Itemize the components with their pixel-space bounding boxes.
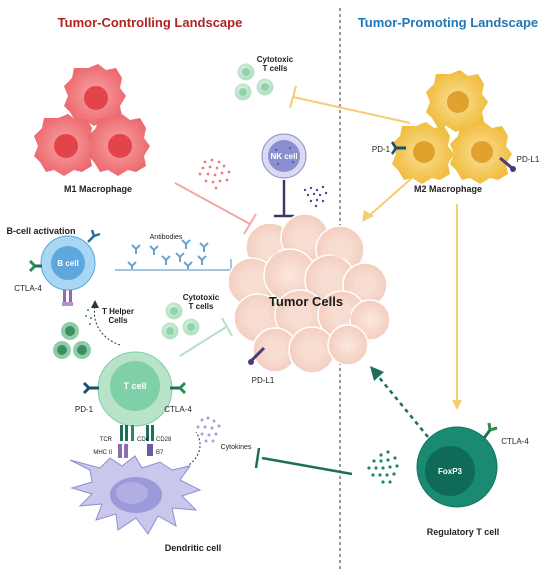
ctla4-t-label: CTLA-4 xyxy=(164,405,192,414)
mhc-receptor-b xyxy=(62,290,73,306)
pd1-receptor-m2 xyxy=(390,141,406,155)
t-helper-cells-group: T Helper Cells xyxy=(53,300,134,359)
ctla4-treg-label: CTLA-4 xyxy=(501,437,529,446)
foxp3-label: FoxP3 xyxy=(438,467,463,476)
cytotoxic-mid-label-1: Cytotoxic xyxy=(183,293,220,302)
treg-secretion-dots xyxy=(367,450,399,484)
antibodies-group: Antibodies xyxy=(127,234,209,271)
t-helper-cell xyxy=(73,341,91,359)
ctla4-receptor-t xyxy=(170,381,187,395)
nk-secretion-dots xyxy=(303,185,328,208)
header-tumor-controlling: Tumor-Controlling Landscape xyxy=(58,15,243,30)
ctla4-receptor-b xyxy=(28,259,42,273)
b7-label: B7 xyxy=(156,450,164,456)
cytokines-group: Cytokines xyxy=(185,416,252,468)
b-cell-activation-label: B-cell activation xyxy=(6,226,75,236)
m2-inhibits-cytotoxic-arrow xyxy=(289,85,411,124)
pdl1-ligand-tumor xyxy=(248,346,266,365)
cytotoxic-top-label-1: Cytotoxic xyxy=(257,55,294,64)
cd4-label: CD4 xyxy=(137,437,150,443)
cd28-label: CD28 xyxy=(156,437,172,443)
ctla4-b-label: CTLA-4 xyxy=(14,284,42,293)
pdl1-tumor-label: PD-L1 xyxy=(252,376,275,385)
b-cell-label: B cell xyxy=(57,259,78,268)
t-cell-group: T cell PD-1 CTLA-4 TCR MHC II CD4 CD28 B… xyxy=(75,351,192,458)
nk-cell-label: NK cell xyxy=(270,152,297,161)
b-cell-group: B-cell activation B cell CTLA-4 xyxy=(6,226,101,306)
t-helper-cell xyxy=(53,341,71,359)
t-cell-label: T cell xyxy=(123,381,146,391)
pdl1-ligand-m2 xyxy=(499,156,516,172)
m1-macrophage-cell xyxy=(34,114,96,176)
m1-inhibition-arrow xyxy=(174,182,257,235)
m2-promotes-tumor-arrow xyxy=(362,177,413,222)
t-helper-curve xyxy=(93,304,121,346)
m1-secretion-dots xyxy=(198,158,231,190)
m1-macrophage-label: M1 Macrophage xyxy=(64,184,132,194)
cytotoxic-mid-label-2: T cells xyxy=(189,302,214,311)
t-helper-cell xyxy=(61,322,79,340)
m2-to-treg-arrow xyxy=(452,204,462,410)
pd1-receptor-t xyxy=(82,381,99,395)
header-tumor-promoting: Tumor-Promoting Landscape xyxy=(358,15,538,30)
cytotoxic-top-label-2: T cells xyxy=(263,64,288,73)
regulatory-t-cell-label: Regulatory T cell xyxy=(427,527,500,537)
pdl1-m2-label: PD-L1 xyxy=(517,155,540,164)
m2-macrophage-group: PD-1 PD-L1 M2 Macrophage xyxy=(372,70,540,194)
tumor-cells-label: Tumor Cells xyxy=(269,294,343,309)
bcell-inhibition-arrow xyxy=(115,259,232,281)
antibodies-label: Antibodies xyxy=(150,234,183,241)
t-helper-label-1: T Helper xyxy=(102,307,134,316)
t-helper-label-2: Cells xyxy=(108,316,128,325)
pd1-t-label: PD-1 xyxy=(75,405,94,414)
dendritic-cell-label: Dendritic cell xyxy=(165,543,222,553)
nk-cell: NK cell xyxy=(261,133,307,179)
cytokines-label: Cytokines xyxy=(221,444,252,451)
dendritic-cell-group: Dendritic cell xyxy=(69,455,222,553)
tcr-label: TCR xyxy=(100,437,113,443)
m2-macrophage-cell xyxy=(426,70,488,132)
regulatory-t-cell-group: FoxP3 CTLA-4 Regulatory T cell xyxy=(416,422,529,537)
cytotoxic-t-cells-top: Cytotoxic T cells xyxy=(234,55,294,101)
m2-macrophage-label: M2 Macrophage xyxy=(414,184,482,194)
tumor-cells-cluster: Tumor Cells PD-L1 xyxy=(227,213,391,385)
tcell-inhibition-arrow xyxy=(179,317,233,357)
t-helper-dots xyxy=(85,309,92,325)
cytokine-curve xyxy=(185,431,201,468)
nk-inhibition-arrow xyxy=(274,180,294,218)
m1-macrophage-cell xyxy=(64,64,126,126)
treg-promotes-tumor-arrow xyxy=(370,366,429,438)
m2-macrophage-cell xyxy=(392,122,454,184)
m1-macrophage-cell xyxy=(88,114,150,176)
pd1-m2-label: PD-1 xyxy=(372,145,391,154)
ctla4-receptor-treg xyxy=(482,422,498,439)
antibody-icons xyxy=(127,239,209,271)
m2-macrophage-cell xyxy=(450,122,512,184)
bcr-receptor xyxy=(87,229,101,243)
mhc2-label: MHC II xyxy=(93,450,112,456)
treg-inhibits-tcell-arrow xyxy=(254,447,353,476)
m1-macrophage-group: M1 Macrophage xyxy=(34,64,150,194)
tcr-cd4-cd28-receptors xyxy=(118,425,154,458)
cytokine-dots xyxy=(196,416,221,443)
cytotoxic-t-cells-mid: Cytotoxic T cells xyxy=(161,293,220,340)
